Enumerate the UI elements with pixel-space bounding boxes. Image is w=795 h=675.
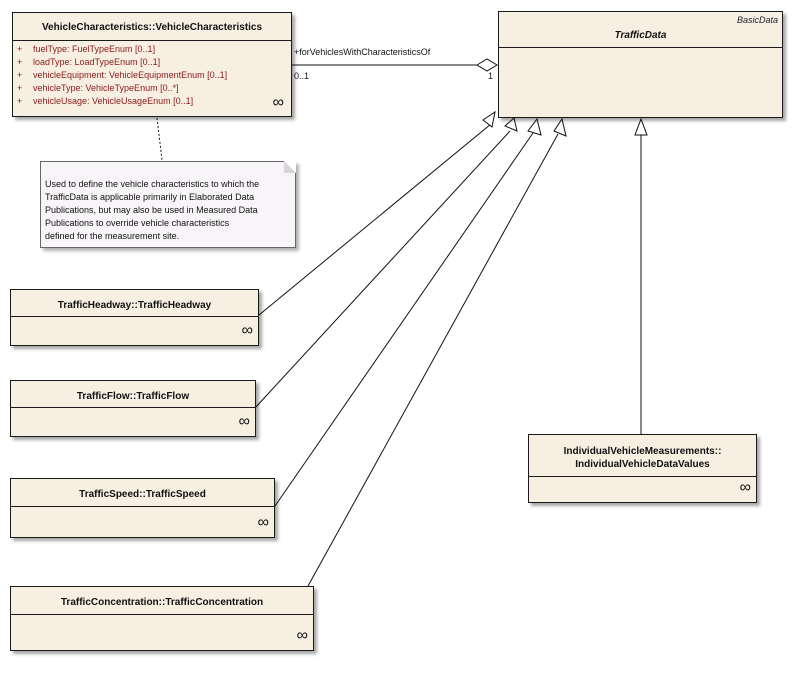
note-anchor-line[interactable] [156, 117, 163, 161]
class-traffic-flow[interactable]: TrafficFlow::TrafficFlow ∞ [10, 380, 256, 437]
class-name: TrafficData [614, 30, 667, 41]
note-line: TrafficData is applicable primarily in E… [45, 192, 255, 202]
generalization-flow-arrow [504, 117, 518, 132]
class-name: TrafficHeadway::TrafficHeadway [57, 300, 212, 311]
generalization-flow[interactable] [254, 130, 511, 409]
note-line: defined for the measurement site. [45, 231, 180, 241]
class-name: TrafficSpeed::TrafficSpeed [79, 489, 206, 500]
composite-icon: ∞ [739, 479, 751, 496]
note[interactable]: Used to define the vehicle characteristi… [40, 161, 296, 248]
class-name-line2: IndividualVehicleDataValues [575, 459, 710, 470]
class-stereotype: BasicData [736, 15, 778, 25]
source-multiplicity: 0..1 [294, 71, 310, 81]
class-traffic-headway[interactable]: TrafficHeadway::TrafficHeadway ∞ [10, 289, 259, 346]
composite-icon: ∞ [296, 627, 308, 644]
class-name: VehicleCharacteristics::VehicleCharacter… [41, 22, 263, 33]
attribute-row[interactable]: +fuelType: FuelTypeEnum [0..1] [17, 44, 156, 54]
class-traffic-concentration[interactable]: TrafficConcentration::TrafficConcentrati… [10, 586, 314, 651]
attribute-row[interactable]: +vehicleType: VehicleTypeEnum [0..*] [17, 83, 179, 93]
attribute-row[interactable]: +loadType: LoadTypeEnum [0..1] [17, 57, 161, 67]
attribute-list: +fuelType: FuelTypeEnum [0..1] +loadType… [17, 43, 227, 108]
class-traffic-data[interactable]: BasicData TrafficData [498, 11, 783, 118]
class-vehicle-characteristics[interactable]: VehicleCharacteristics::VehicleCharacter… [12, 12, 292, 117]
generalization-headway-arrow [482, 110, 496, 128]
class-name: TrafficFlow::TrafficFlow [76, 391, 190, 402]
class-name: TrafficConcentration::TrafficConcentrati… [60, 597, 264, 608]
composite-icon: ∞ [272, 94, 284, 111]
attribute-row[interactable]: +vehicleUsage: VehicleUsageEnum [0..1] [17, 96, 194, 106]
generalization-headway[interactable] [258, 123, 492, 316]
note-line: Publications to override vehicle charact… [45, 218, 230, 228]
note-line: Publications, but may also be used in Me… [45, 205, 258, 215]
note-line: Used to define the vehicle characteristi… [45, 179, 260, 189]
association-role-label: +forVehiclesWithCharacteristicsOf [294, 47, 431, 57]
generalization-concentration[interactable] [307, 133, 559, 587]
composite-icon: ∞ [238, 413, 250, 430]
composite-icon: ∞ [257, 514, 269, 531]
target-multiplicity: 1 [488, 71, 494, 81]
note-fold-corner [284, 161, 296, 173]
generalization-concentration-arrow [553, 117, 567, 137]
generalization-speed-arrow [527, 117, 542, 136]
class-name-line1: IndividualVehicleMeasurements:: [563, 446, 722, 457]
class-individual-vehicle-data-values[interactable]: IndividualVehicleMeasurements:: Individu… [528, 434, 757, 503]
generalization-individual-arrow [634, 117, 648, 136]
composite-icon: ∞ [241, 322, 253, 339]
class-traffic-speed[interactable]: TrafficSpeed::TrafficSpeed ∞ [10, 478, 275, 538]
attribute-row[interactable]: +vehicleEquipment: VehicleEquipmentEnum … [17, 70, 228, 80]
aggregation-diamond [476, 58, 498, 72]
generalization-speed[interactable] [274, 132, 534, 507]
